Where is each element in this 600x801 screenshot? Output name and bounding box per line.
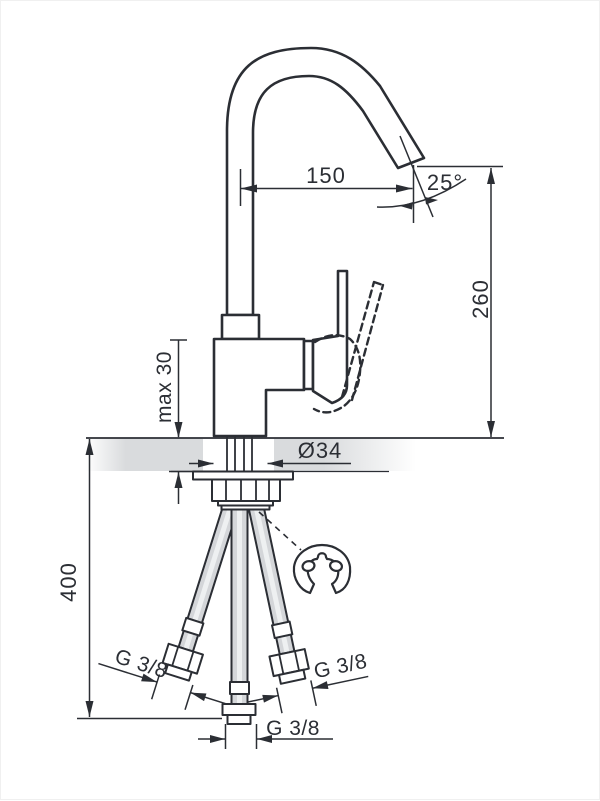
dimension-spout-height: 260 xyxy=(417,165,503,437)
horseshoe-washer xyxy=(258,511,352,595)
riser-collar xyxy=(220,313,261,341)
hose-center-nut xyxy=(221,703,257,716)
dimension-thread-bottom: G 3/8 xyxy=(198,717,333,743)
hose-length-label: 400 xyxy=(56,562,81,602)
spout-reach-label: 150 xyxy=(306,163,346,188)
faucet-body xyxy=(212,46,426,438)
mounting-flange xyxy=(192,470,294,481)
counter-deck xyxy=(86,437,504,473)
cartridge-collar xyxy=(302,339,315,391)
gasket-lower xyxy=(220,504,271,511)
hose-left: G 3/8 xyxy=(98,502,240,710)
dimension-hole-diameter: Ø34 xyxy=(189,438,351,468)
dimension-spout-angle: 25° xyxy=(376,135,467,223)
washer-leader-line xyxy=(258,511,302,551)
deck-thickness-label: max 30 xyxy=(153,351,176,423)
thread-label-bottom: G 3/8 xyxy=(266,717,320,740)
hole-diameter-label: Ø34 xyxy=(298,438,343,463)
supply-tubes xyxy=(226,436,253,471)
hose-center-crimp xyxy=(229,681,250,695)
spout-outline xyxy=(225,46,426,317)
mounting-hardware xyxy=(192,470,294,511)
spout-angle-label: 25° xyxy=(427,170,463,195)
spout-height-label: 260 xyxy=(468,279,493,319)
body-block xyxy=(212,337,306,438)
hose-left-crimp xyxy=(181,616,205,637)
dimension-spout-reach: 150 xyxy=(239,163,413,206)
handle-lever-alt-lines xyxy=(340,280,385,402)
dimension-deck-thickness: max 30 xyxy=(153,339,193,504)
handle-lever xyxy=(311,269,349,405)
dimension-hose-length: 400 xyxy=(56,439,222,720)
hose-right-crimp xyxy=(271,620,294,640)
